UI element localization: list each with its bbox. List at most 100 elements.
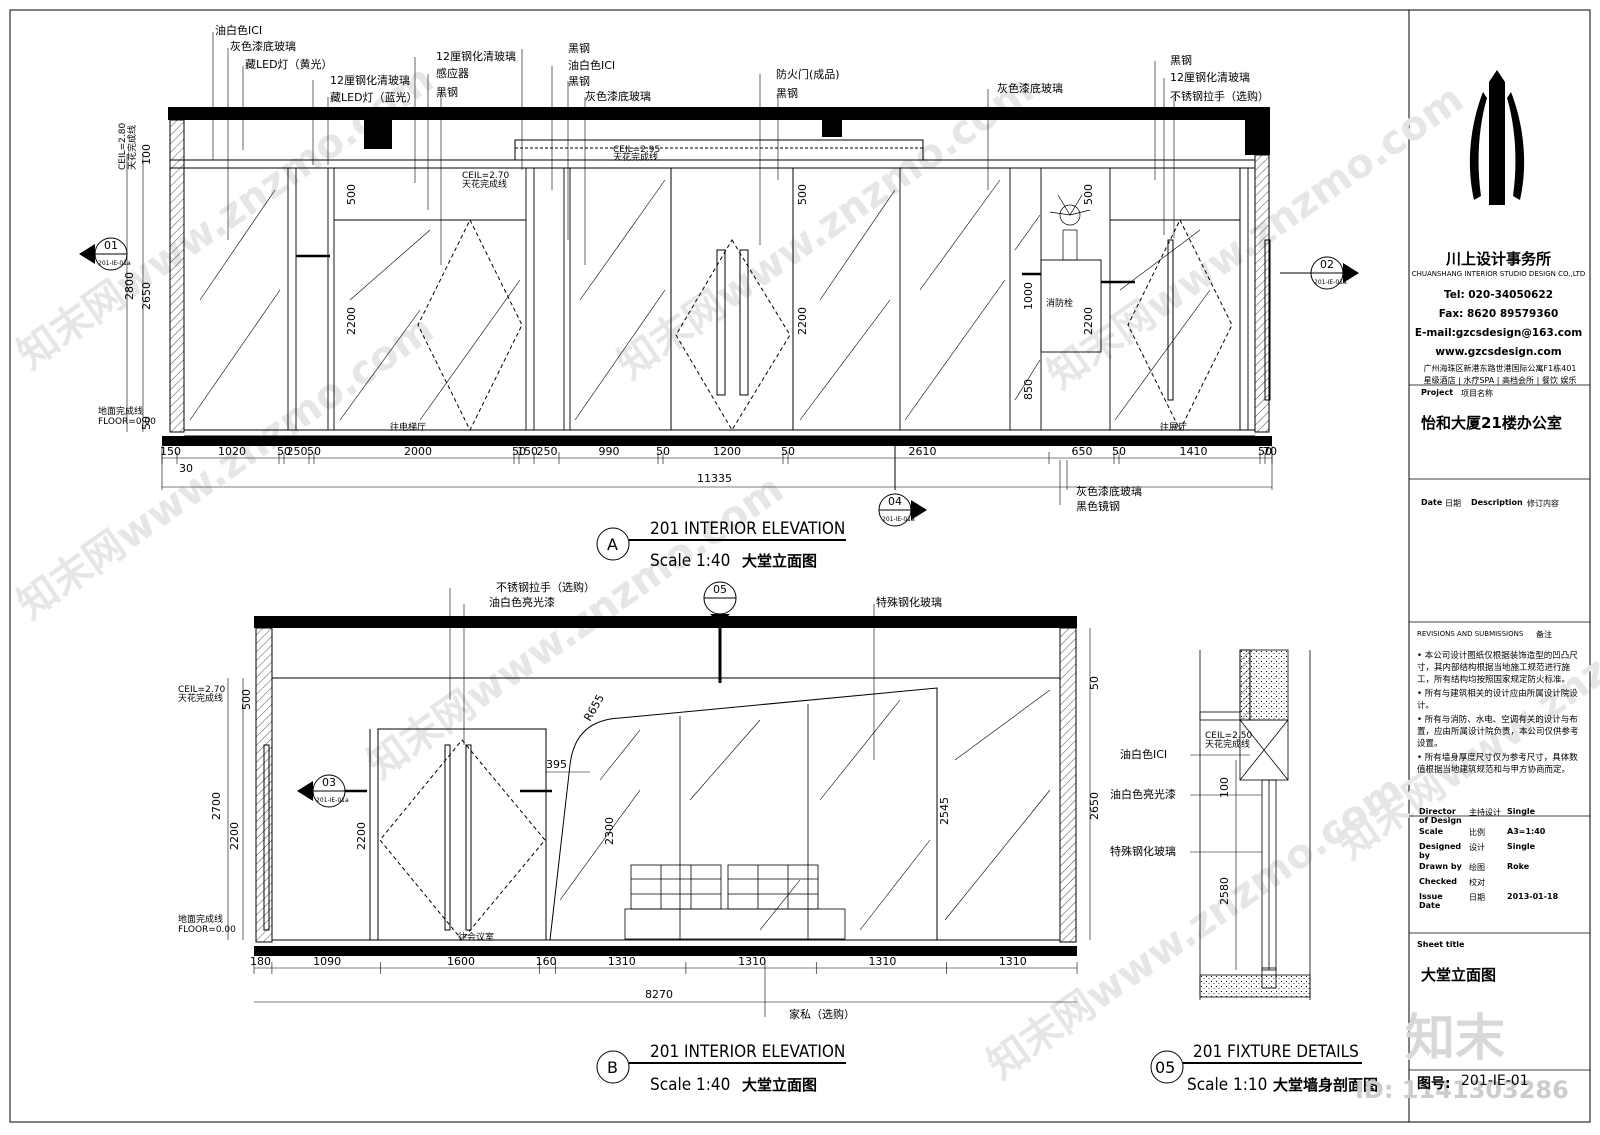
svg-text:100: 100 <box>1218 777 1231 798</box>
dim-label: 1310 <box>868 955 896 968</box>
firm-email[interactable]: E-mail:gzcsdesign@163.com <box>1414 327 1583 339</box>
dim-label: 1310 <box>608 955 636 968</box>
firm-website[interactable]: www.gzcsdesign.com <box>1435 346 1562 358</box>
detail-label: 特殊钢化玻璃 <box>1110 844 1176 858</box>
material-label: 黑钢 <box>568 42 590 55</box>
svg-text:Scale 1:40: Scale 1:40 <box>650 1075 730 1095</box>
ceil-label-b-cn: 天花完成线 <box>178 692 223 704</box>
sheet-number-label: 图号: <box>1417 1076 1451 1092</box>
remarks-list: • 本公司设计图纸仅根据装饰造型的凹凸尺寸，其内部结构根据当地施工规范进行施工，… <box>1417 650 1582 778</box>
sheet-title: 大堂立面图 <box>1421 966 1497 984</box>
dim-label: 2650 <box>140 282 153 310</box>
project-label: Project <box>1421 388 1454 397</box>
material-label: 防火门(成品) <box>776 67 840 81</box>
svg-text:天花完成线: 天花完成线 <box>1205 738 1250 750</box>
title-block: 川上设计事务所 CHUANSHANG INTERIOR STUDIO DESIG… <box>1411 18 1586 1116</box>
svg-text:500: 500 <box>240 689 253 710</box>
watermark-id: ID: 1141303286 <box>1355 1076 1569 1104</box>
dim-label: 1200 <box>713 445 741 458</box>
svg-text:02: 02 <box>1320 258 1334 271</box>
watermark-logo: 知末 <box>1405 1009 1505 1067</box>
dim-label: 160 <box>536 955 557 968</box>
dim-label: 2800 <box>123 272 136 300</box>
material-label: 黑钢 <box>776 87 798 100</box>
dim-label: 50 <box>277 445 291 458</box>
description-header-cn: 修订内容 <box>1527 499 1559 508</box>
firm-name-en: CHUANSHANG INTERIOR STUDIO DESIGN CO.,LT… <box>1411 270 1586 278</box>
remark-item: • 所有墙身厚度尺寸仅为参考尺寸，具体数值根据当地建筑规范和与甲方协商而定。 <box>1417 753 1578 775</box>
material-label: 黑钢 <box>436 86 458 99</box>
material-label: 灰色漆底玻璃 <box>1076 484 1142 498</box>
dim-label: 11335 <box>697 472 732 485</box>
svg-text:2580: 2580 <box>1218 877 1231 905</box>
svg-text:201-IE-01a: 201-IE-01a <box>98 260 131 267</box>
remark-item: • 所有与消防、水电、空调有关的设计与布置，应由所属设计院负责，本公司仅供参考设… <box>1417 715 1579 749</box>
material-label: 12厘钢化清玻璃 <box>436 49 516 63</box>
material-label: 12厘钢化清玻璃 <box>330 73 410 87</box>
dim-label: 395 <box>546 758 567 771</box>
dim-label: 30 <box>179 462 193 475</box>
remark-item: • 本公司设计图纸仅根据装饰造型的凹凸尺寸，其内部结构根据当地施工规范进行施工，… <box>1417 651 1578 685</box>
dim-label: 1090 <box>313 955 341 968</box>
project-name: 怡和大厦21楼办公室 <box>1421 414 1562 432</box>
svg-text:B: B <box>607 1058 618 1077</box>
svg-text:2300: 2300 <box>603 817 616 845</box>
svg-text:CEIL=2.50: CEIL=2.50 <box>1205 731 1252 741</box>
callout-01: 01 201-IE-01a <box>79 237 131 271</box>
svg-text:A: A <box>607 535 618 554</box>
dim-label: 850 <box>1022 379 1035 400</box>
ceil-label-a3-cn: 天花完成线 <box>613 151 658 163</box>
firm-address: 广州海珠区新港东路世港国际公寓F1栋401 <box>1423 364 1577 373</box>
firm-name: 川上设计事务所 <box>1445 250 1551 268</box>
svg-text:2545: 2545 <box>938 797 951 825</box>
sheet-number: 201-IE-01 <box>1461 1073 1529 1089</box>
dim-label: 500 <box>1082 184 1095 205</box>
elevation-a-title: A 201 INTERIOR ELEVATION Scale 1:40 大堂立面… <box>596 519 846 571</box>
dim-label: 2200 <box>796 307 809 335</box>
svg-text:201-IE-01a: 201-IE-01a <box>1314 279 1347 286</box>
to-meeting-label: 往会议室 <box>458 931 494 943</box>
firm-logo <box>1469 70 1525 205</box>
remark-item: • 所有与建筑相关的设计应由所属设计院设计。 <box>1417 689 1578 711</box>
ceil-label-a1-cn: 天花完成线 <box>126 125 138 170</box>
material-label: 灰色漆底玻璃 <box>230 39 296 53</box>
dim-label: 500 <box>796 184 809 205</box>
project-label-cn: 项目名称 <box>1461 389 1493 398</box>
material-label: 藏LED灯（黄光） <box>245 57 333 71</box>
dim-label: 100 <box>140 144 153 165</box>
svg-text:50: 50 <box>1088 676 1101 690</box>
svg-text:大堂立面图: 大堂立面图 <box>742 1076 817 1094</box>
dim-label: 2200 <box>345 307 358 335</box>
svg-text:Scale 1:40: Scale 1:40 <box>650 551 730 571</box>
dim-label: 150 <box>517 445 538 458</box>
dim-label: 2000 <box>404 445 432 458</box>
svg-text:201-IE-01a: 201-IE-01a <box>316 797 349 804</box>
elevation-a: CEIL=2.80 天花完成线 CEIL=2.70 天花完成线 CEIL=2.9… <box>98 32 1273 505</box>
material-label: 灰色漆底玻璃 <box>585 89 651 103</box>
ceil-label-a2: CEIL=2.70 <box>462 171 509 181</box>
ceil-label-a2-cn: 天花完成线 <box>462 178 507 190</box>
watermark-text: 知末网www.znzmo.com <box>9 56 441 378</box>
dim-label: 990 <box>599 445 620 458</box>
firm-tel: Tel: 020-34050622 <box>1443 289 1554 301</box>
svg-text:01: 01 <box>104 239 118 252</box>
dim-label: 1600 <box>447 955 475 968</box>
callout-04: 04 201-IE-01a <box>878 493 927 527</box>
dim-label: 70 <box>1263 445 1277 458</box>
watermark-layer: 知末网www.znzmo.com 知末网www.znzmo.com 知末网www… <box>9 56 1600 1088</box>
remarks-title: REVISIONS AND SUBMISSIONS <box>1417 630 1524 638</box>
watermark-text: 知末网www.znzmo.com <box>979 766 1411 1088</box>
dim-label: 150 <box>160 445 181 458</box>
svg-text:2650: 2650 <box>1088 792 1101 820</box>
detail-label: 油白色ICI <box>1120 747 1167 761</box>
dim-label: 1000 <box>1022 282 1035 310</box>
watermark-text: 知末网www.znzmo.com <box>9 306 441 628</box>
elevation-a-labels: 油白色ICI灰色漆底玻璃藏LED灯（黄光）12厘钢化清玻璃藏LED灯（蓝光）12… <box>215 23 1269 513</box>
detail-05-title: 05 201 FIXTURE DETAILS Scale 1:10 大堂墙身剖面… <box>1150 1042 1378 1095</box>
